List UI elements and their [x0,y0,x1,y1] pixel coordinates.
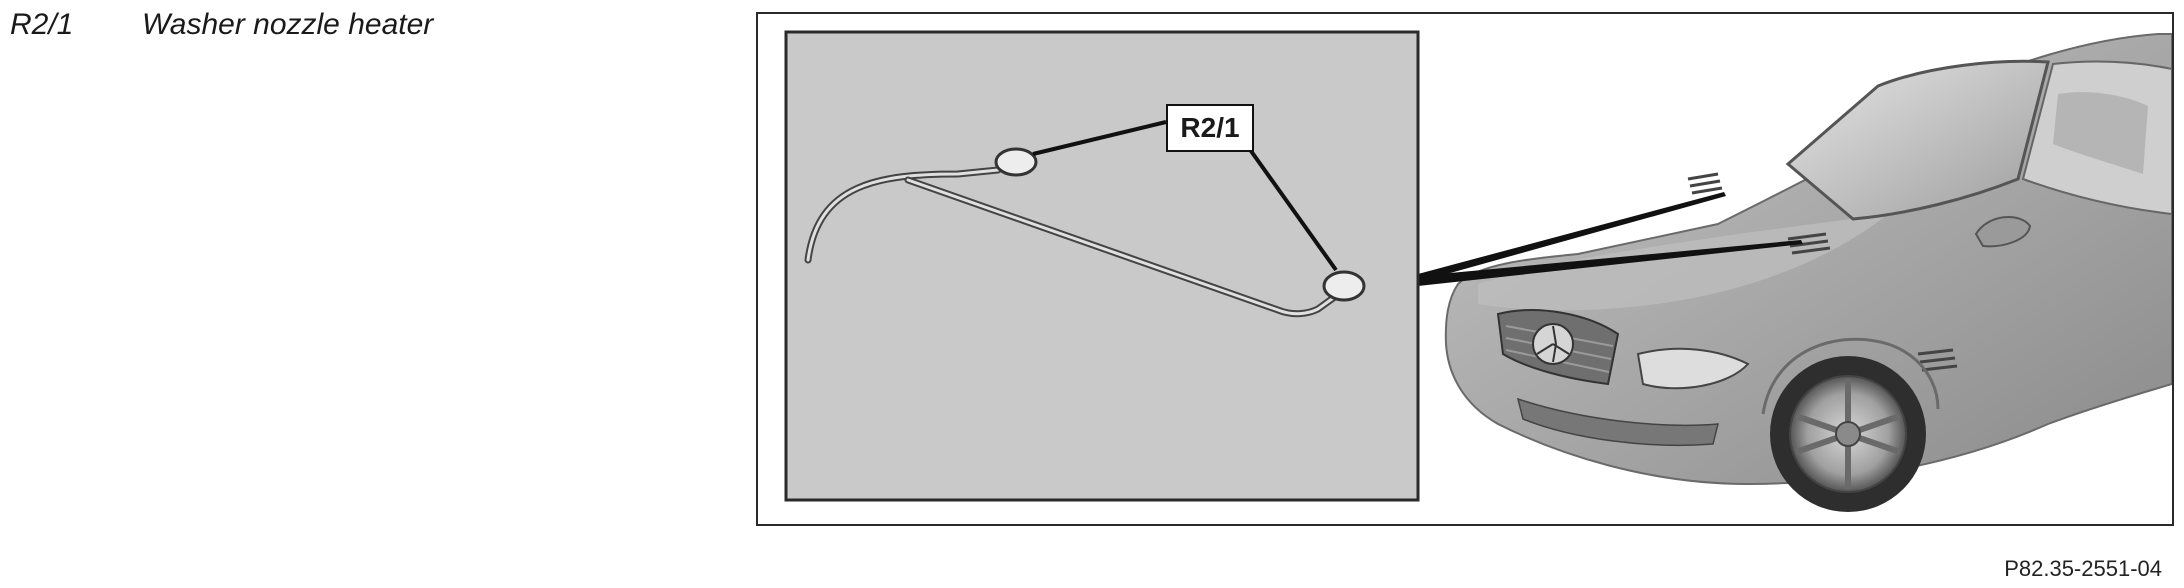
figure-illustration [784,30,2172,512]
callout-label: R2/1 [1166,104,1254,152]
figure-reference: P82.35-2551-04 [2004,556,2162,581]
figure-frame: R2/1 [756,12,2174,526]
legend-code: R2/1 [10,8,74,41]
detail-inset [784,30,1420,502]
car-illustration [1444,33,2172,512]
pointer-lines [1418,192,1803,286]
legend-description: Washer nozzle heater [142,8,434,41]
callout-leaders [1032,120,1338,272]
heater-hose-illustration [804,147,1366,318]
